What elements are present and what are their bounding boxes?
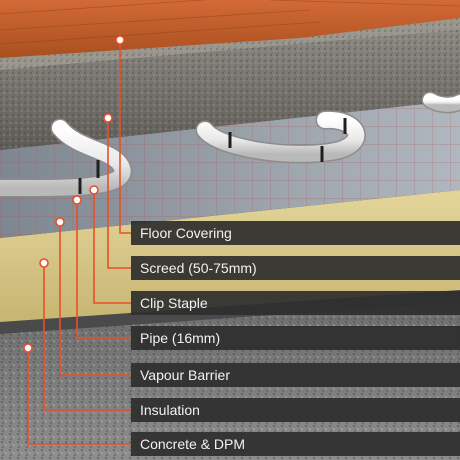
barrier-grid [0,100,460,238]
pipe-loop-left [0,118,132,198]
wood-grain [0,0,460,45]
pipe-loop-right [421,91,460,114]
label-insulation: Insulation [131,398,460,422]
label-clip-staple: Clip Staple [131,291,460,315]
label-screed: Screed (50-75mm) [131,256,460,280]
floor-covering-layer [0,0,460,58]
label-concrete-dpm: Concrete & DPM [131,432,460,456]
callout-lines [27,40,131,445]
label-floor-covering: Floor Covering [131,221,460,245]
callout-markers [23,35,125,353]
clip-staples [78,118,347,194]
label-pipe: Pipe (16mm) [131,326,460,350]
label-vapour-barrier: Vapour Barrier [131,363,460,387]
